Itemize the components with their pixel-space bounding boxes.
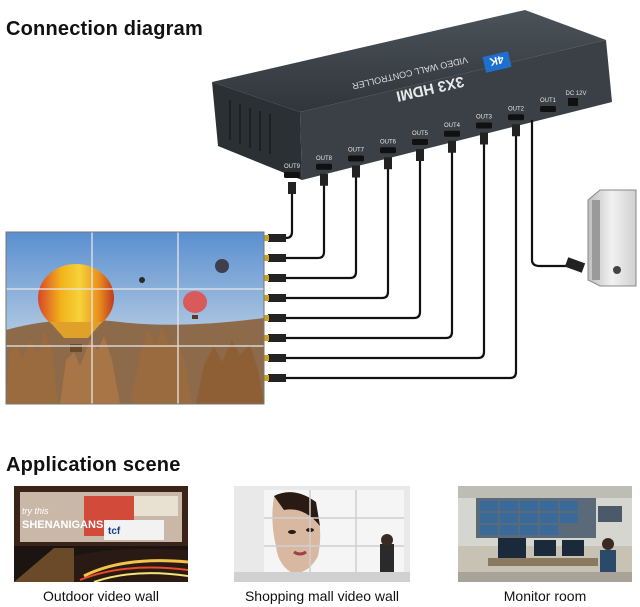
- input-cable: [530, 120, 576, 268]
- port-label: OUT7: [348, 148, 365, 154]
- wall-connector: [268, 294, 286, 302]
- output-ports: OUT9 OUT8 OUT7 OUT6 OUT5 OUT4 OUT3 OUT2 OUT1: [284, 98, 557, 178]
- port-label: OUT6: [380, 139, 397, 145]
- source-computer: [587, 189, 637, 287]
- hdmi-cable: [284, 159, 390, 300]
- hdmi-cable: [284, 167, 358, 280]
- device-badge: 4K: [488, 53, 504, 68]
- video-wall-controller: 4K 3X3 HDMI VIDEO WALL CONTROLLER DC 12V: [212, 10, 612, 180]
- output-port-out3: OUT3: [476, 115, 493, 129]
- input-plug: [564, 257, 586, 273]
- hdmi-cable: [284, 142, 454, 340]
- hdmi-socket: [444, 130, 460, 137]
- hdmi-socket: [476, 122, 492, 129]
- output-port-out7: OUT7: [348, 148, 365, 162]
- connector-tip: [264, 335, 269, 341]
- hdmi-plug: [352, 165, 360, 178]
- hdmi-cable: [284, 184, 294, 240]
- connector-tip: [264, 235, 269, 241]
- port-label: OUT1: [540, 98, 557, 104]
- wall-connector: [268, 314, 286, 322]
- scene-caption-mall: Shopping mall video wall: [244, 588, 400, 604]
- wall-connector: [268, 234, 286, 242]
- connector-tip: [264, 355, 269, 361]
- hdmi-plug: [416, 149, 424, 161]
- port-label: OUT9: [284, 164, 301, 170]
- scene-caption-monitor-room: Monitor room: [503, 588, 587, 604]
- wall-connector: [268, 254, 286, 262]
- shopping-mall-video-wall-image: [234, 486, 410, 582]
- hdmi-socket: [540, 106, 556, 112]
- connector-tip: [264, 375, 269, 381]
- output-port-out5: OUT5: [412, 131, 429, 145]
- connection-diagram: 4K 3X3 HDMI VIDEO WALL CONTROLLER DC 12V…: [5, 10, 637, 405]
- port-label: OUT2: [508, 106, 525, 112]
- wall-connector: [268, 274, 286, 282]
- hdmi-plug: [512, 124, 520, 137]
- output-port-out1: OUT1: [540, 98, 557, 112]
- connector-tip: [264, 295, 269, 301]
- sign-text: SHENANIGANS: [22, 519, 103, 531]
- monitor-room-image: [458, 486, 632, 582]
- hdmi-socket: [348, 155, 364, 162]
- scene-caption-outdoor: Outdoor video wall: [43, 588, 159, 604]
- port-label: OUT8: [316, 156, 333, 162]
- hdmi-cable: [284, 134, 486, 360]
- hdmi-plug: [288, 182, 296, 194]
- hdmi-cables: [264, 120, 586, 382]
- hdmi-socket: [508, 114, 524, 121]
- outdoor-video-wall-image: try this SHENANIGANS tcf: [14, 486, 188, 582]
- hdmi-socket: [316, 163, 332, 170]
- connector-tip: [264, 315, 269, 321]
- connector-tip: [264, 275, 269, 281]
- application-scene-heading: Application scene: [6, 454, 181, 476]
- hdmi-plug: [384, 157, 392, 170]
- output-port-out9: OUT9: [284, 164, 301, 178]
- wall-connector: [268, 354, 286, 362]
- output-port-out2: OUT2: [508, 106, 525, 121]
- hdmi-socket: [380, 147, 396, 154]
- connection-diagram-heading: Connection diagram: [6, 18, 203, 40]
- brand-text: tcf: [108, 526, 121, 537]
- hdmi-socket: [284, 172, 300, 178]
- connector-tip: [264, 255, 269, 261]
- hdmi-plug: [448, 140, 456, 153]
- output-port-out6: OUT6: [380, 139, 397, 154]
- wall-connector: [268, 374, 286, 382]
- power-label: DC 12V: [565, 91, 586, 97]
- hdmi-plug: [480, 132, 488, 145]
- hdmi-cable: [284, 175, 326, 260]
- sign-subtext: try this: [22, 506, 49, 516]
- wall-connector: [268, 334, 286, 342]
- hdmi-plug: [320, 173, 328, 186]
- video-wall-display: [5, 231, 265, 405]
- output-port-out8: OUT8: [316, 156, 333, 170]
- hdmi-cable: [284, 126, 518, 380]
- hdmi-cable: [284, 151, 422, 320]
- hdmi-socket: [412, 139, 428, 145]
- port-label: OUT4: [444, 123, 461, 129]
- port-label: OUT3: [476, 115, 493, 121]
- output-port-out4: OUT4: [444, 123, 461, 137]
- port-label: OUT5: [412, 131, 429, 137]
